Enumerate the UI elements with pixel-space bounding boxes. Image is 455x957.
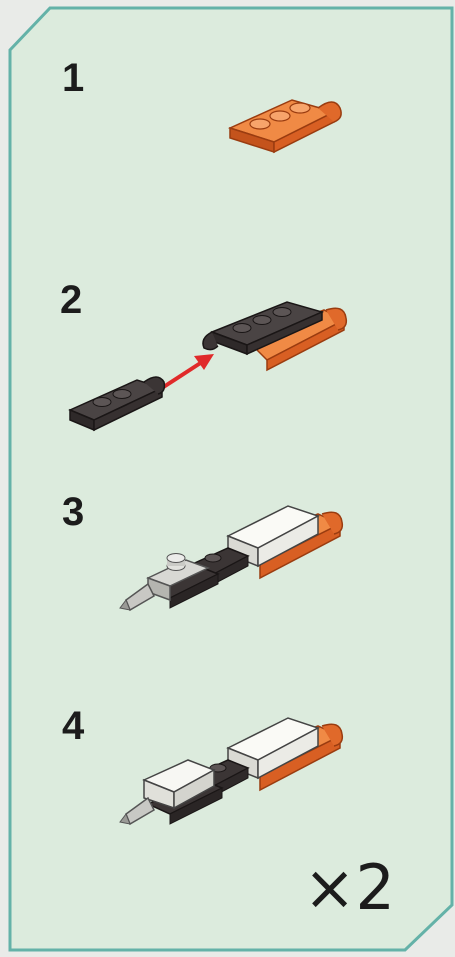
step-4-number: 4	[62, 706, 84, 746]
attach-dark-hinge-plate-icon	[62, 290, 352, 450]
orange-hinge-plate-icon	[222, 78, 352, 158]
step-1-number: 1	[62, 58, 84, 98]
add-slope-brick-icon	[118, 708, 348, 838]
add-tile-and-cone-icon	[118, 496, 348, 626]
quantity-multiplier: ×2	[304, 857, 395, 919]
step-3-number: 3	[62, 492, 84, 532]
